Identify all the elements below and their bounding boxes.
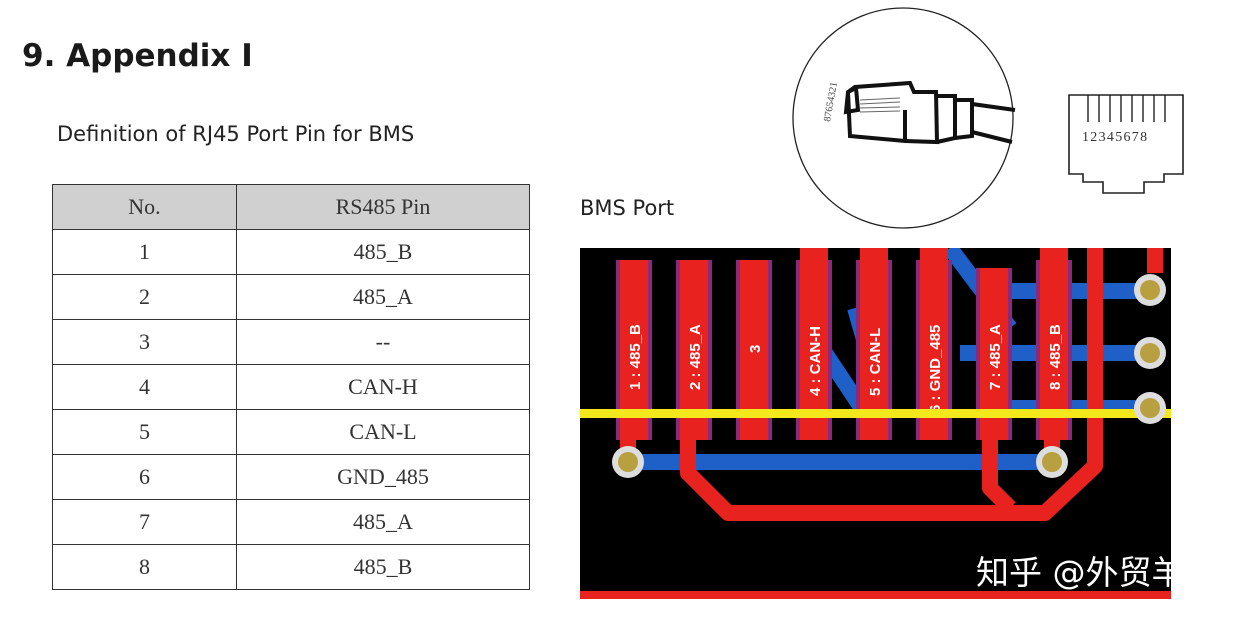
pad-labels: 1 : 485_B 2 : 485_A 3 4 : CAN-H 5 : CAN-…: [627, 324, 1064, 413]
jack-pin-numbers: 12345678: [1082, 130, 1148, 145]
pad-label-1: 1 : 485_B: [627, 324, 644, 390]
pad-label-7: 7 : 485_A: [987, 324, 1004, 390]
bms-port-pcb-image: 1 : 485_B 2 : 485_A 3 4 : CAN-H 5 : CAN-…: [580, 248, 1171, 599]
pin-function: 485_B: [236, 544, 530, 590]
table-header-row: No. RS485 Pin: [52, 184, 530, 230]
pad-label-8: 8 : 485_B: [1047, 324, 1064, 390]
section-subtitle: Definition of RJ45 Port Pin for BMS: [57, 122, 415, 146]
pad-label-3: 3: [747, 345, 764, 353]
pin-no: 3: [52, 319, 237, 365]
bms-port-label: BMS Port: [580, 196, 675, 220]
pin-function: CAN-L: [236, 409, 530, 455]
vias: [612, 274, 1166, 478]
pin-no: 5: [52, 409, 237, 455]
table-row: 3--: [52, 319, 530, 365]
bottom-red-edge: [580, 591, 1171, 599]
header-rs485-pin: RS485 Pin: [236, 184, 530, 230]
pin-no: 2: [52, 274, 237, 320]
pad-label-2: 2 : 485_A: [687, 324, 704, 390]
page-title: 9. Appendix I: [22, 38, 253, 74]
pin-no: 7: [52, 499, 237, 545]
pad-label-4: 4 : CAN-H: [807, 326, 824, 396]
pin-no: 1: [52, 229, 237, 275]
header-no: No.: [52, 184, 237, 230]
plug-icon: [843, 80, 1016, 145]
pin-function: CAN-H: [236, 364, 530, 410]
pin-function: 485_A: [236, 274, 530, 320]
watermark: 知乎 @外贸羊: [976, 553, 1185, 592]
pad-label-6: 6 : GND_485: [927, 325, 944, 413]
red-traces: [620, 248, 1163, 521]
pin-function: GND_485: [236, 454, 530, 500]
rj45-jack-illustration: 12345678: [1068, 94, 1184, 194]
pin-function: 485_A: [236, 499, 530, 545]
pin-function: 485_B: [236, 229, 530, 275]
pin-no: 6: [52, 454, 237, 500]
yellow-silkscreen-line: [580, 409, 1171, 418]
pin-function: --: [236, 319, 530, 365]
pad-label-5: 5 : CAN-L: [867, 328, 884, 396]
plug-contacts: [859, 97, 901, 113]
rj45-plug-illustration: 87654321: [792, 7, 1016, 229]
jack-contacts: [1087, 95, 1166, 122]
pin-no: 8: [52, 544, 237, 590]
pin-no: 4: [52, 364, 237, 410]
